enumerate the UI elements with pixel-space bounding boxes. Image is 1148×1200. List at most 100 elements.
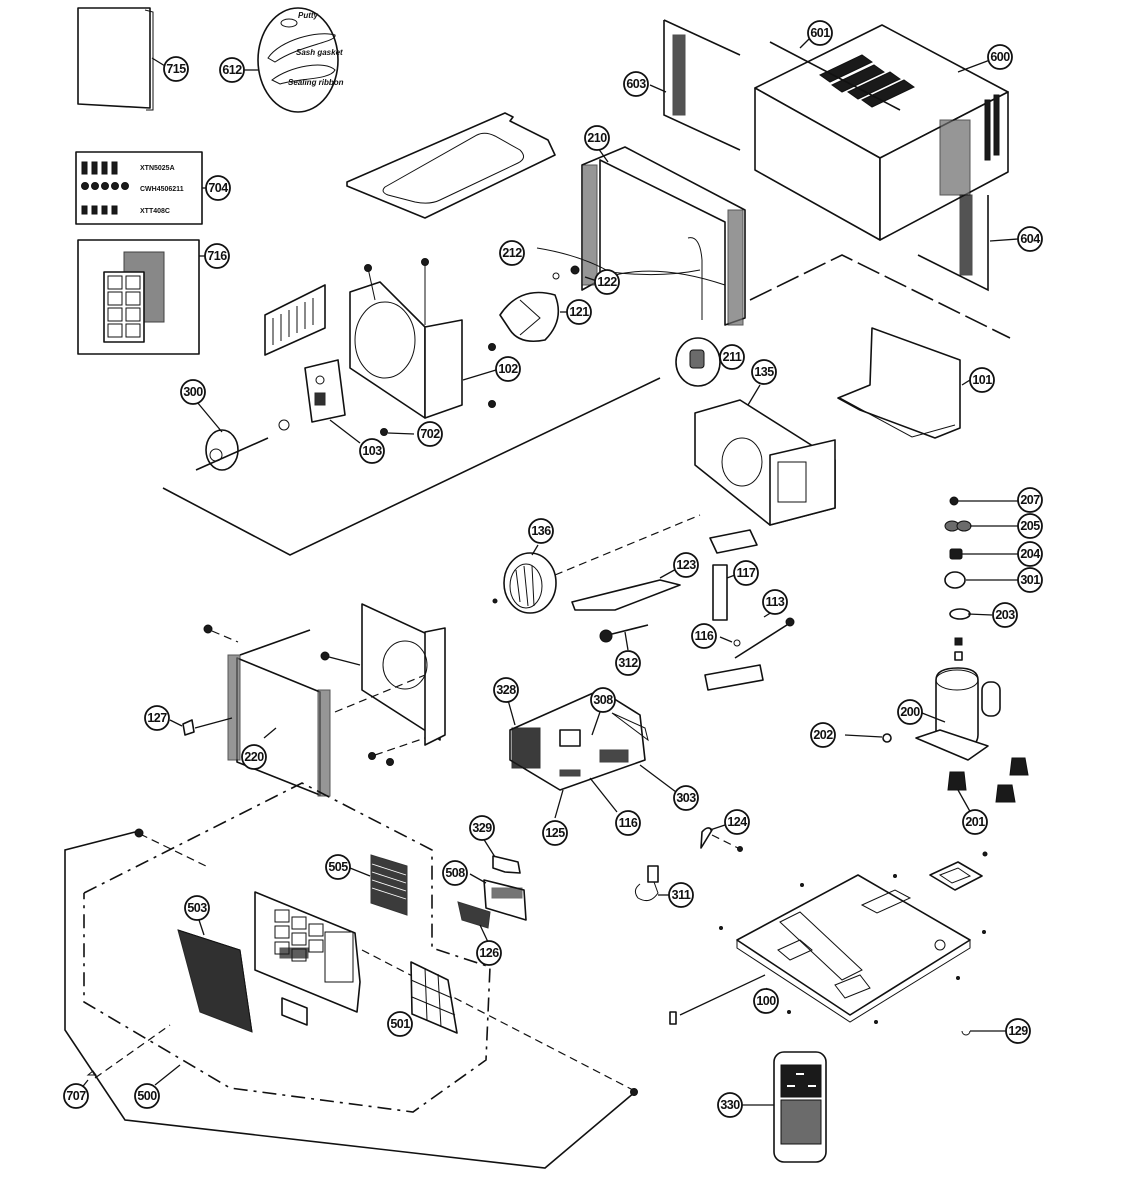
callout-100[interactable]: 100 [753,988,779,1014]
svg-text:203: 203 [995,608,1015,622]
svg-text:117: 117 [737,566,756,580]
callout-707[interactable]: 707 [63,1083,89,1109]
svg-text:100: 100 [756,994,776,1008]
callout-125[interactable]: 125 [542,820,568,846]
callout-116-lower[interactable]: 116 [615,810,641,836]
callout-200[interactable]: 200 [897,699,923,725]
svg-text:121: 121 [569,305,589,319]
callout-702[interactable]: 702 [417,421,443,447]
callout-122[interactable]: 122 [594,269,620,295]
svg-text:505: 505 [328,860,348,874]
svg-text:601: 601 [810,26,830,40]
callout-508[interactable]: 508 [442,860,468,886]
owners-manual-part [77,7,166,111]
power-cord-part [634,865,670,902]
callout-311[interactable]: 311 [668,882,694,908]
callout-503[interactable]: 503 [184,895,210,921]
screw-kit-part: XTN5025A CWH4506211 XTT408C [75,151,206,225]
callout-203[interactable]: 203 [992,602,1018,628]
callout-135[interactable]: 135 [751,359,777,385]
callout-126[interactable]: 126 [476,940,502,966]
callout-220[interactable]: 220 [241,744,267,770]
callout-211[interactable]: 211 [719,344,745,370]
svg-text:220: 220 [244,750,264,764]
svg-text:503: 503 [187,901,207,915]
callout-601[interactable]: 601 [807,20,833,46]
blower-wheel-part [492,514,701,614]
callout-210[interactable]: 210 [584,125,610,151]
callout-116-upper[interactable]: 116 [691,623,717,649]
callout-329[interactable]: 329 [469,815,495,841]
callout-117[interactable]: 117 [733,560,759,586]
callout-103[interactable]: 103 [359,438,385,464]
svg-text:303: 303 [676,791,696,805]
callout-205[interactable]: 205 [1017,513,1043,539]
installation-kit-part: Putty Sash gasket Sealing ribbon [244,7,344,113]
callout-301[interactable]: 301 [1017,567,1043,593]
callout-600[interactable]: 600 [987,44,1013,70]
callout-201[interactable]: 201 [962,809,988,835]
callout-328[interactable]: 328 [493,677,519,703]
clip-part [700,824,743,852]
callout-127[interactable]: 127 [144,705,170,731]
callout-300[interactable]: 300 [180,379,206,405]
svg-text:211: 211 [723,350,742,364]
grille-vent-part [264,284,326,356]
callout-505[interactable]: 505 [325,854,351,880]
svg-text:116: 116 [619,816,638,830]
louver-part [349,854,408,916]
callout-207[interactable]: 207 [1017,487,1043,513]
callout-303[interactable]: 303 [673,785,699,811]
callout-612[interactable]: 612 [219,57,245,83]
callout-604[interactable]: 604 [1017,226,1043,252]
svg-text:116: 116 [695,629,714,643]
svg-text:508: 508 [445,866,465,880]
drain-cap-part [961,1030,1006,1036]
callout-716[interactable]: 716 [204,243,230,269]
callout-124[interactable]: 124 [724,809,750,835]
svg-text:122: 122 [597,275,617,289]
blower-housing-part [694,384,836,526]
fan-shroud-part [349,258,497,419]
callout-308[interactable]: 308 [590,687,616,713]
callout-500[interactable]: 500 [134,1083,160,1109]
svg-text:329: 329 [472,821,492,835]
svg-text:311: 311 [672,888,691,902]
evaporator-coil-part [581,146,746,326]
svg-text:125: 125 [545,826,565,840]
svg-text:202: 202 [813,728,833,742]
callout-204[interactable]: 204 [1017,541,1043,567]
sensor-wire-part [704,611,795,691]
callout-101[interactable]: 101 [969,367,995,393]
callout-212[interactable]: 212 [499,240,525,266]
callout-312[interactable]: 312 [615,650,641,676]
svg-text:301: 301 [1020,573,1040,587]
callout-102[interactable]: 102 [495,356,521,382]
svg-text:715: 715 [166,62,186,76]
callout-715[interactable]: 715 [163,56,189,82]
air-filter-front-part [177,916,253,1033]
screw-code-2: CWH4506211 [140,186,184,193]
callout-202[interactable]: 202 [810,722,836,748]
top-plate-part [346,112,556,219]
partition-plate-part [837,327,971,439]
svg-text:210: 210 [587,131,607,145]
callout-121[interactable]: 121 [566,299,592,325]
svg-text:600: 600 [990,50,1010,64]
callout-330[interactable]: 330 [717,1092,743,1118]
callout-123[interactable]: 123 [673,552,699,578]
base-pan-part [669,851,988,1025]
callout-603[interactable]: 603 [623,71,649,97]
callout-704[interactable]: 704 [205,175,231,201]
callout-136[interactable]: 136 [528,518,554,544]
callout-113[interactable]: 113 [762,589,788,615]
fan-motor-part [195,401,290,471]
svg-text:200: 200 [900,705,920,719]
svg-text:204: 204 [1020,547,1040,561]
svg-text:113: 113 [766,595,785,609]
callout-129[interactable]: 129 [1005,1018,1031,1044]
callout-501[interactable]: 501 [387,1011,413,1037]
front-grille-part [254,891,361,1026]
svg-text:308: 308 [593,693,613,707]
screw-code-3: XTT408C [140,208,170,215]
